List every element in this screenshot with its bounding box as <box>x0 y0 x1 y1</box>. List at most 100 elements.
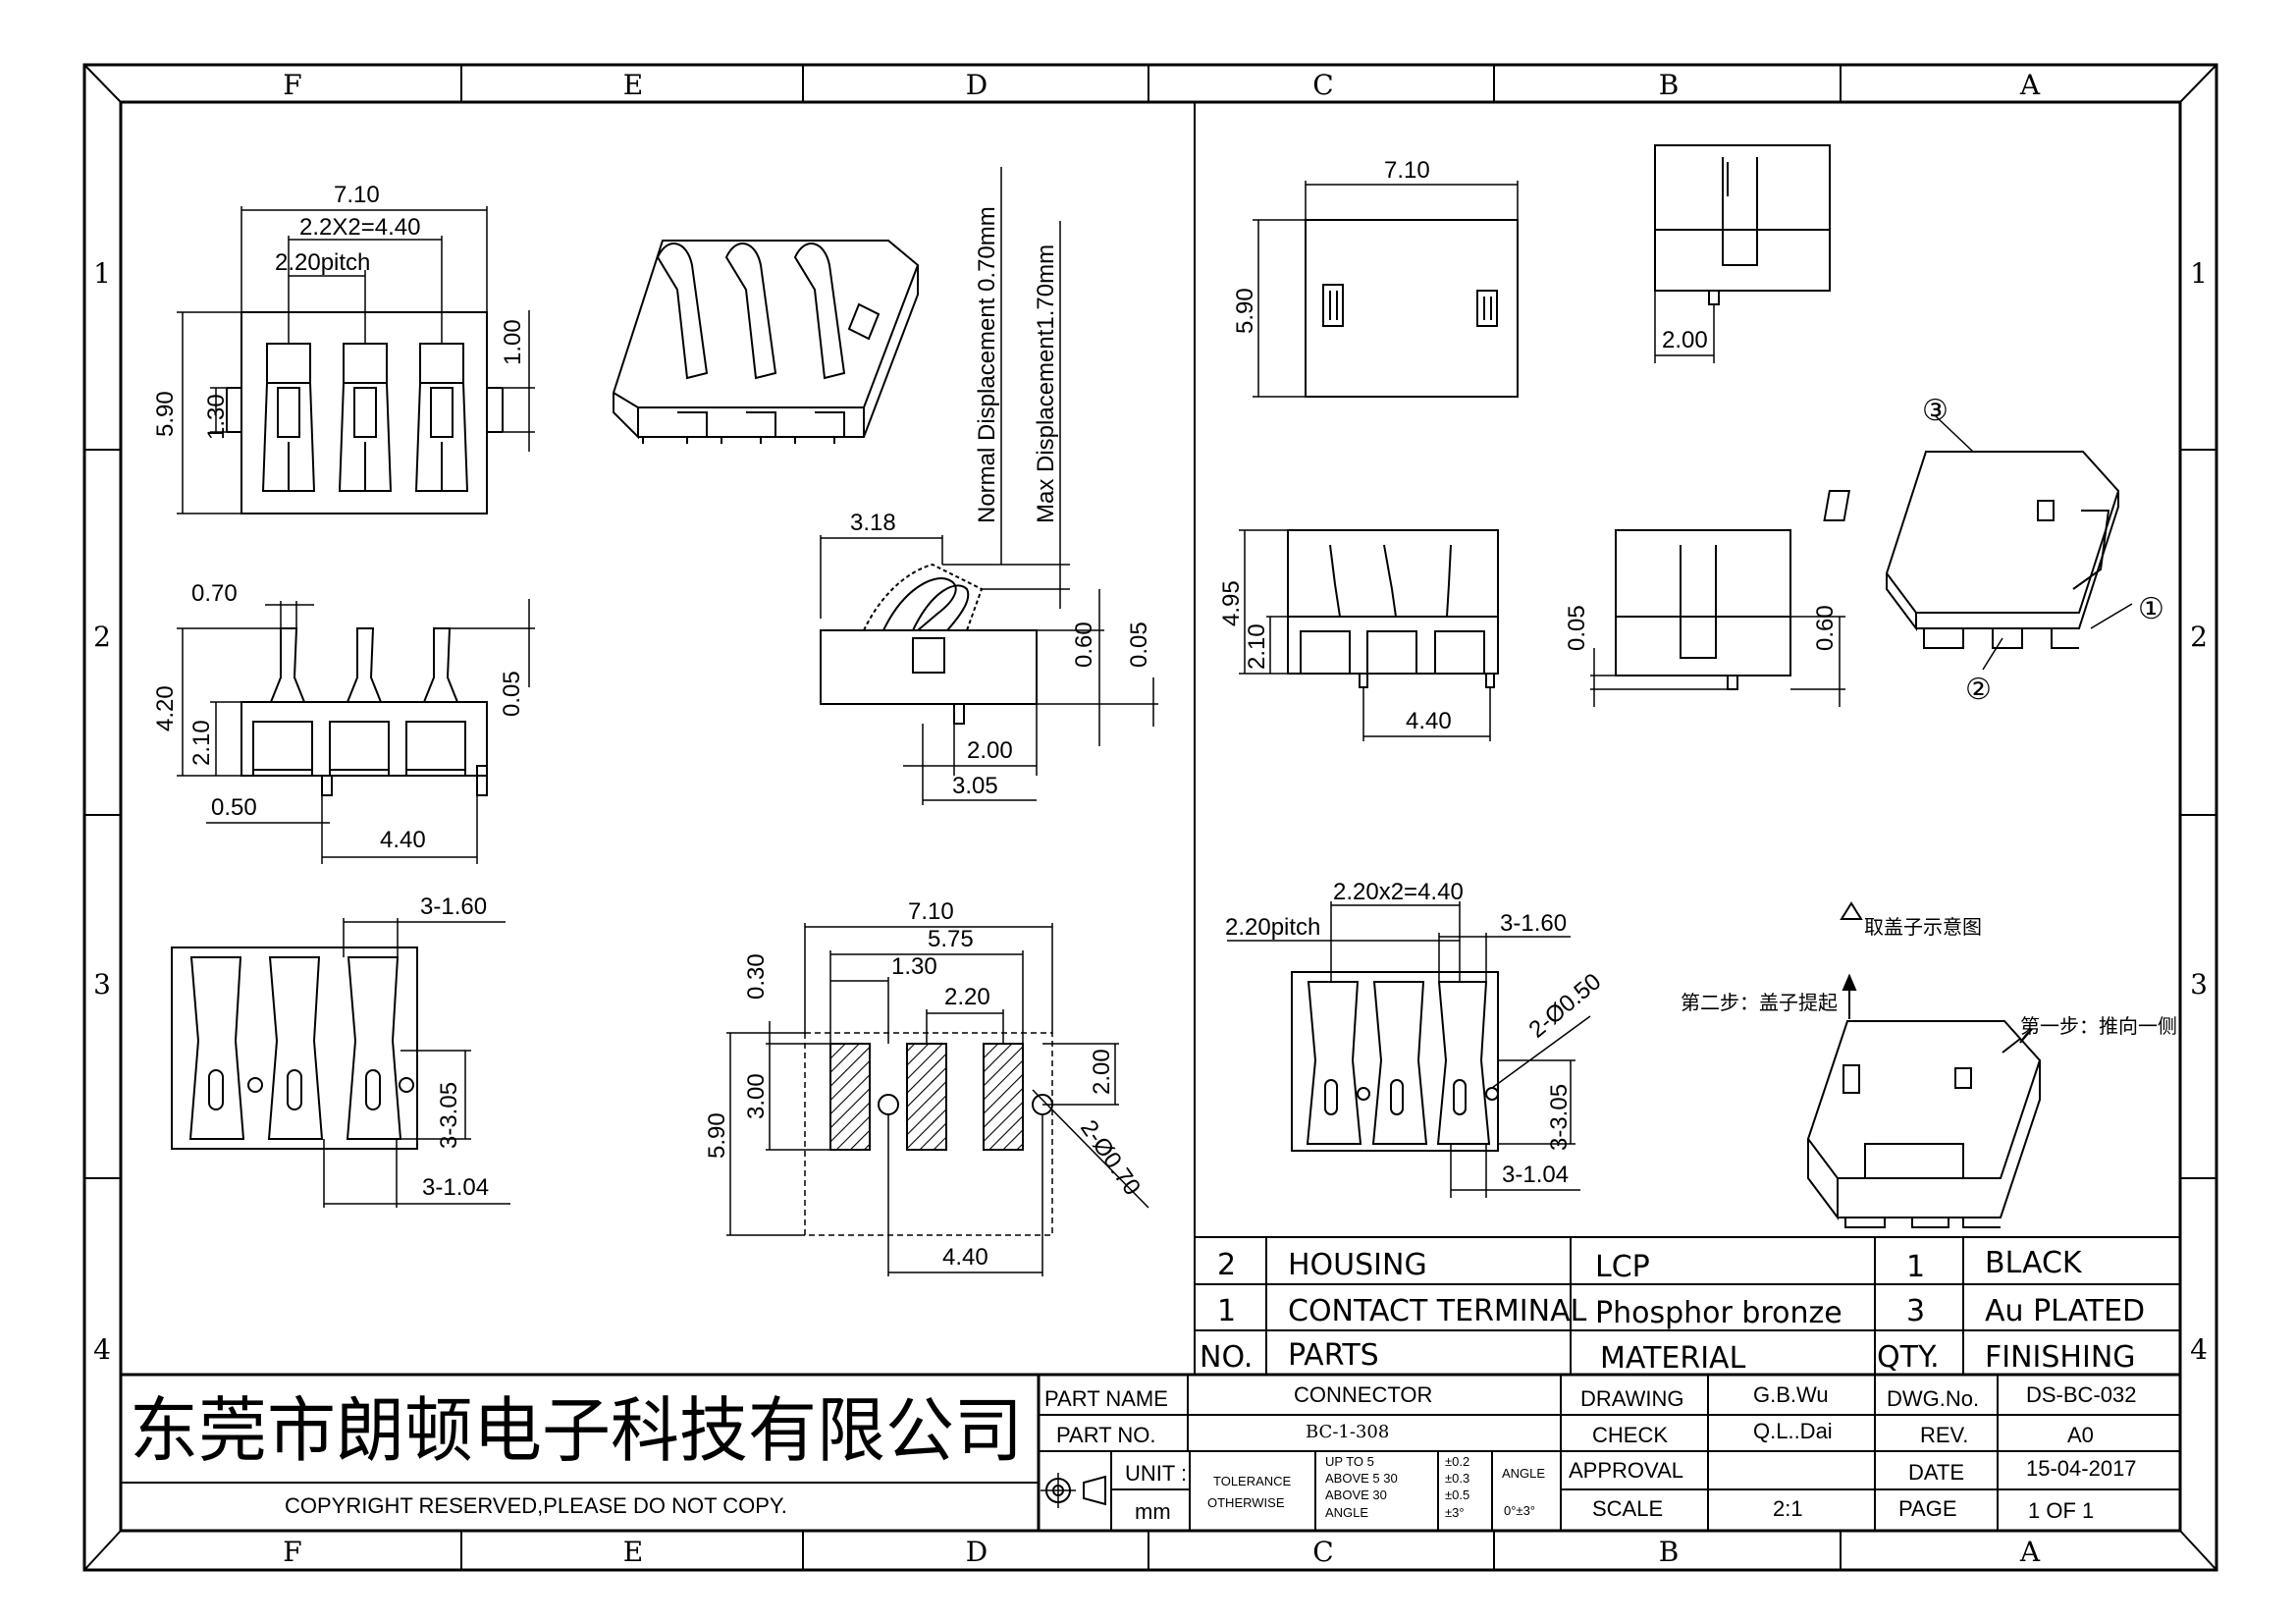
top-view-left <box>177 206 535 514</box>
bom-finish: Au PLATED <box>1985 1294 2145 1328</box>
date-label: DATE <box>1908 1460 1964 1485</box>
company-name: 东莞市朗顿电子科技有限公司 <box>130 1389 1023 1472</box>
tol-range: UP TO 5 <box>1325 1454 1374 1469</box>
zone-row-right: 1 <box>2190 257 2208 290</box>
dwg-no: DS-BC-032 <box>2026 1382 2136 1407</box>
front-view-left-dims: 0.70 4.20 2.10 0.05 0.50 4.40 <box>152 580 525 853</box>
zone-row-left: 4 <box>93 1333 111 1366</box>
bottom-view-right <box>1227 901 1591 1198</box>
dwg-no-label: DWG.No. <box>1887 1386 1979 1411</box>
dim-tr-w: 7.10 <box>1384 157 1430 184</box>
zone-row-right: 4 <box>2190 1333 2208 1366</box>
top-view-left-dims: 7.10 2.2X2=4.40 2.20pitch 5.90 1.30 1.00 <box>152 182 526 440</box>
bom-material: LCP <box>1595 1250 1650 1284</box>
bom-text: 2 HOUSING LCP 1 BLACK 1 CONTACT TERMINAL… <box>1200 1246 2145 1376</box>
dim-hole-h: 3-3.05 <box>436 1082 462 1149</box>
scale-value: 2:1 <box>1773 1496 1803 1521</box>
bom-table <box>1195 1236 2180 1377</box>
zone-col-bottom: E <box>623 1536 643 1568</box>
dim-br-pitch: 2.20pitch <box>1225 914 1320 941</box>
bottom-view-left-dims: 3-1.60 3-3.05 3-1.04 <box>420 893 489 1201</box>
rev-value: A0 <box>2067 1423 2094 1447</box>
title-block-text: 东莞市朗顿电子科技有限公司 COPYRIGHT RESERVED,PLEASE … <box>130 1382 2137 1524</box>
dim-peg-offset: 0.50 <box>211 794 257 821</box>
title-block <box>121 1373 2180 1531</box>
note-normal-displacement: Normal Displacement 0.70mm <box>974 206 1000 523</box>
dim-fr-w: 4.40 <box>1406 708 1452 734</box>
dim-pcb-holes: 2-Ø0.70 <box>1075 1115 1146 1201</box>
part-no-label: PART NO. <box>1056 1423 1155 1447</box>
dim-pcb-w2: 5.75 <box>928 926 974 952</box>
zone-row-left: 3 <box>93 968 111 1001</box>
dim-pcb-h1: 0.30 <box>743 953 770 1000</box>
bom-no: 1 <box>1217 1294 1236 1328</box>
bom-header-no: NO. <box>1200 1340 1253 1375</box>
dim-h1: 1.30 <box>203 394 230 440</box>
bom-part: HOUSING <box>1288 1248 1427 1282</box>
zone-col-bottom: D <box>966 1536 988 1568</box>
zone-col-bottom: A <box>2019 1536 2041 1568</box>
side-view-mid-dims: 3.18 Normal Displacement 0.70mm Max Disp… <box>850 206 1152 799</box>
otherwise-label: OTHERWISE <box>1207 1495 1285 1510</box>
bom-qty: 3 <box>1906 1294 1925 1328</box>
dim-fr-h2: 2.10 <box>1244 623 1270 670</box>
dim-pcb-h3: 5.90 <box>704 1112 730 1159</box>
dim-pcb-w: 7.10 <box>908 898 954 925</box>
dim-pitch: 2.20pitch <box>275 249 370 276</box>
cover-removal-view <box>1806 901 2042 1228</box>
dim-pitch-total: 2.2X2=4.40 <box>299 214 420 241</box>
dim-br-slot: 3-1.60 <box>1500 910 1567 937</box>
bom-material: Phosphor bronze <box>1595 1296 1842 1330</box>
part-no: BC-1-308 <box>1306 1422 1389 1442</box>
note-cover-removal: 取盖子示意图 <box>1864 915 1982 939</box>
zone-row-left: 2 <box>93 621 111 653</box>
dim-peg-pitch: 4.40 <box>380 827 426 853</box>
bom-header-part: PARTS <box>1288 1338 1379 1373</box>
tol-value: ±0.5 <box>1445 1488 1469 1502</box>
tolerance-label: TOLERANCE <box>1213 1474 1292 1488</box>
dim-side-w3: 3.05 <box>952 773 998 799</box>
iso-view-right <box>1823 415 2133 671</box>
dim-br-slot-b: 3-1.04 <box>1502 1162 1569 1188</box>
iso-view-top <box>612 240 920 444</box>
dim-h-small: 0.05 <box>499 671 525 717</box>
part-name-label: PART NAME <box>1044 1386 1168 1411</box>
part-name: CONNECTOR <box>1294 1382 1432 1407</box>
tol-range: ANGLE <box>1325 1505 1368 1520</box>
note-step1: 第一步：推向一侧 <box>2020 1014 2177 1038</box>
dim-side-h2: 0.05 <box>1126 622 1152 668</box>
tol-range: ABOVE 30 <box>1325 1488 1387 1502</box>
iso-callouts: ③ ① ② <box>1922 394 2164 707</box>
zone-col-top: A <box>2019 69 2041 101</box>
zone-col-bottom: C <box>1312 1536 1333 1568</box>
checked-by: Q.L..Dai <box>1753 1419 1833 1443</box>
bom-header-finish: FINISHING <box>1985 1340 2136 1375</box>
dim-w1: 0.70 <box>191 580 238 607</box>
dim-pcb-h2: 3.00 <box>743 1073 770 1119</box>
dim-slot-w: 3-1.60 <box>420 893 487 920</box>
side-view-mid-right <box>1590 529 1845 707</box>
zone-col-top: E <box>623 69 643 101</box>
dim-br-holes: 2-Ø0.50 <box>1524 968 1607 1043</box>
dim-h-total: 4.20 <box>152 685 179 731</box>
cover-removal-notes: 取盖子示意图 第二步：盖子提起 第一步：推向一侧 <box>1681 915 2177 1038</box>
bottom-view-right-dims: 2.20x2=4.40 2.20pitch 3-1.60 2-Ø0.50 3-3… <box>1225 879 1606 1188</box>
zone-row-left: 1 <box>93 257 111 290</box>
rev-label: REV. <box>1920 1423 1968 1447</box>
unit-value: mm <box>1135 1499 1171 1524</box>
callout-2: ② <box>1965 673 1992 707</box>
dim-height: 5.90 <box>152 391 179 437</box>
bottom-view-left <box>171 918 510 1208</box>
note-step2: 第二步：盖子提起 <box>1681 991 1838 1014</box>
bom-header-qty: QTY. <box>1877 1340 1940 1375</box>
bom-finish: BLACK <box>1985 1246 2083 1280</box>
dim-pcb-w3: 1.30 <box>891 953 937 980</box>
scale-label: SCALE <box>1592 1496 1663 1521</box>
dim-fr-h1: 4.95 <box>1218 580 1245 626</box>
dim-h-body: 2.10 <box>188 720 215 766</box>
page-label: PAGE <box>1898 1496 1957 1521</box>
tol-value: ±0.2 <box>1445 1454 1469 1469</box>
copyright-notice: COPYRIGHT RESERVED,PLEASE DO NOT COPY. <box>285 1493 787 1518</box>
drawing-by: G.B.Wu <box>1753 1382 1829 1407</box>
